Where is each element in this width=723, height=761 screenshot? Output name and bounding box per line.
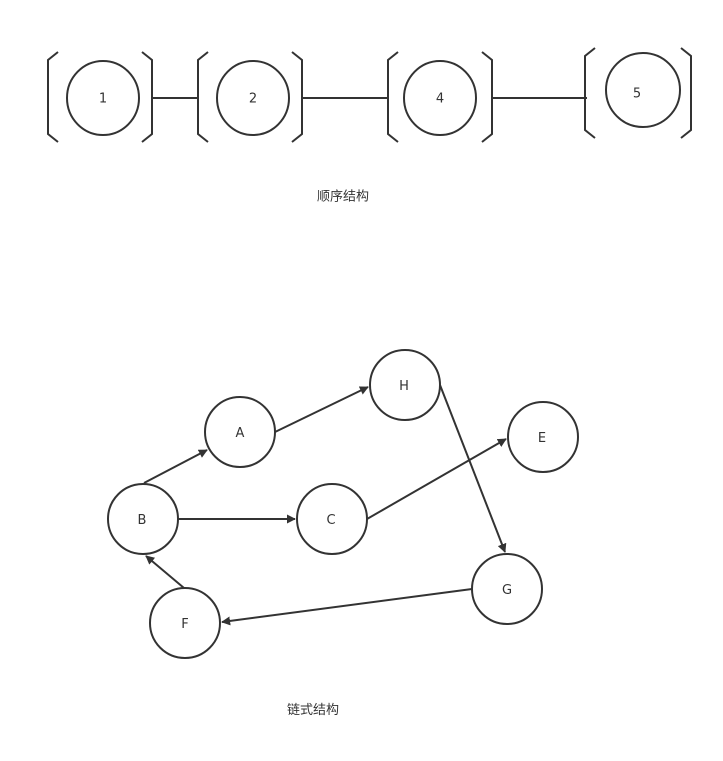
- node-circle: [149, 587, 221, 659]
- seq-node-circle: [216, 60, 290, 136]
- graph-node-a: A: [204, 396, 276, 468]
- seq-left-bracket: [47, 51, 59, 143]
- seq-element-4: 4: [387, 51, 493, 143]
- node-circle: [369, 349, 441, 421]
- graph-node-e: E: [507, 401, 579, 473]
- sequential-caption: 顺序结构: [317, 190, 369, 205]
- graph-node-b: B: [107, 483, 179, 555]
- seq-right-bracket: [291, 51, 303, 143]
- edge-h-to-g: [439, 384, 507, 553]
- linked-structure: A H E B C G F 链式结构: [107, 349, 579, 718]
- linked-caption: 链式结构: [287, 703, 339, 718]
- seq-right-bracket: [680, 47, 692, 139]
- sequential-structure: 1 2 4 5 顺序结构: [47, 47, 692, 205]
- node-label-e: E: [538, 431, 546, 446]
- node-label-c: C: [326, 513, 335, 528]
- graph-node-h: H: [369, 349, 441, 421]
- seq-node-circle: [66, 60, 140, 136]
- node-circle: [507, 401, 579, 473]
- node-label-f: F: [181, 617, 188, 632]
- seq-element-5: 5: [584, 47, 692, 139]
- node-label-h: H: [399, 379, 409, 394]
- node-circle: [471, 553, 543, 625]
- seq-element-2: 2: [197, 51, 303, 143]
- seq-element-1: 1: [47, 51, 153, 143]
- seq-right-bracket: [141, 51, 153, 143]
- edge-f-to-b: [145, 555, 185, 589]
- seq-left-bracket: [197, 51, 209, 143]
- node-circle: [107, 483, 179, 555]
- seq-node-label-4: 4: [436, 92, 444, 107]
- graph-node-g: G: [471, 553, 543, 625]
- seq-left-bracket: [387, 51, 399, 143]
- graph-node-f: F: [149, 587, 221, 659]
- edge-b-to-a: [143, 449, 208, 484]
- seq-right-bracket: [481, 51, 493, 143]
- node-circle: [296, 483, 368, 555]
- seq-node-label-2: 2: [249, 92, 257, 107]
- seq-node-label-1: 1: [99, 92, 107, 107]
- edge-a-to-h: [274, 386, 369, 433]
- seq-left-bracket: [584, 47, 596, 139]
- edge-g-to-f: [221, 588, 473, 626]
- graph-node-c: C: [296, 483, 368, 555]
- seq-node-label-5: 5: [633, 87, 641, 102]
- node-label-b: B: [138, 513, 147, 528]
- node-label-a: A: [236, 426, 245, 441]
- edge-c-to-e: [366, 438, 507, 520]
- seq-node-circle: [605, 52, 681, 128]
- node-label-g: G: [502, 583, 512, 598]
- seq-node-circle: [403, 60, 477, 136]
- node-circle: [204, 396, 276, 468]
